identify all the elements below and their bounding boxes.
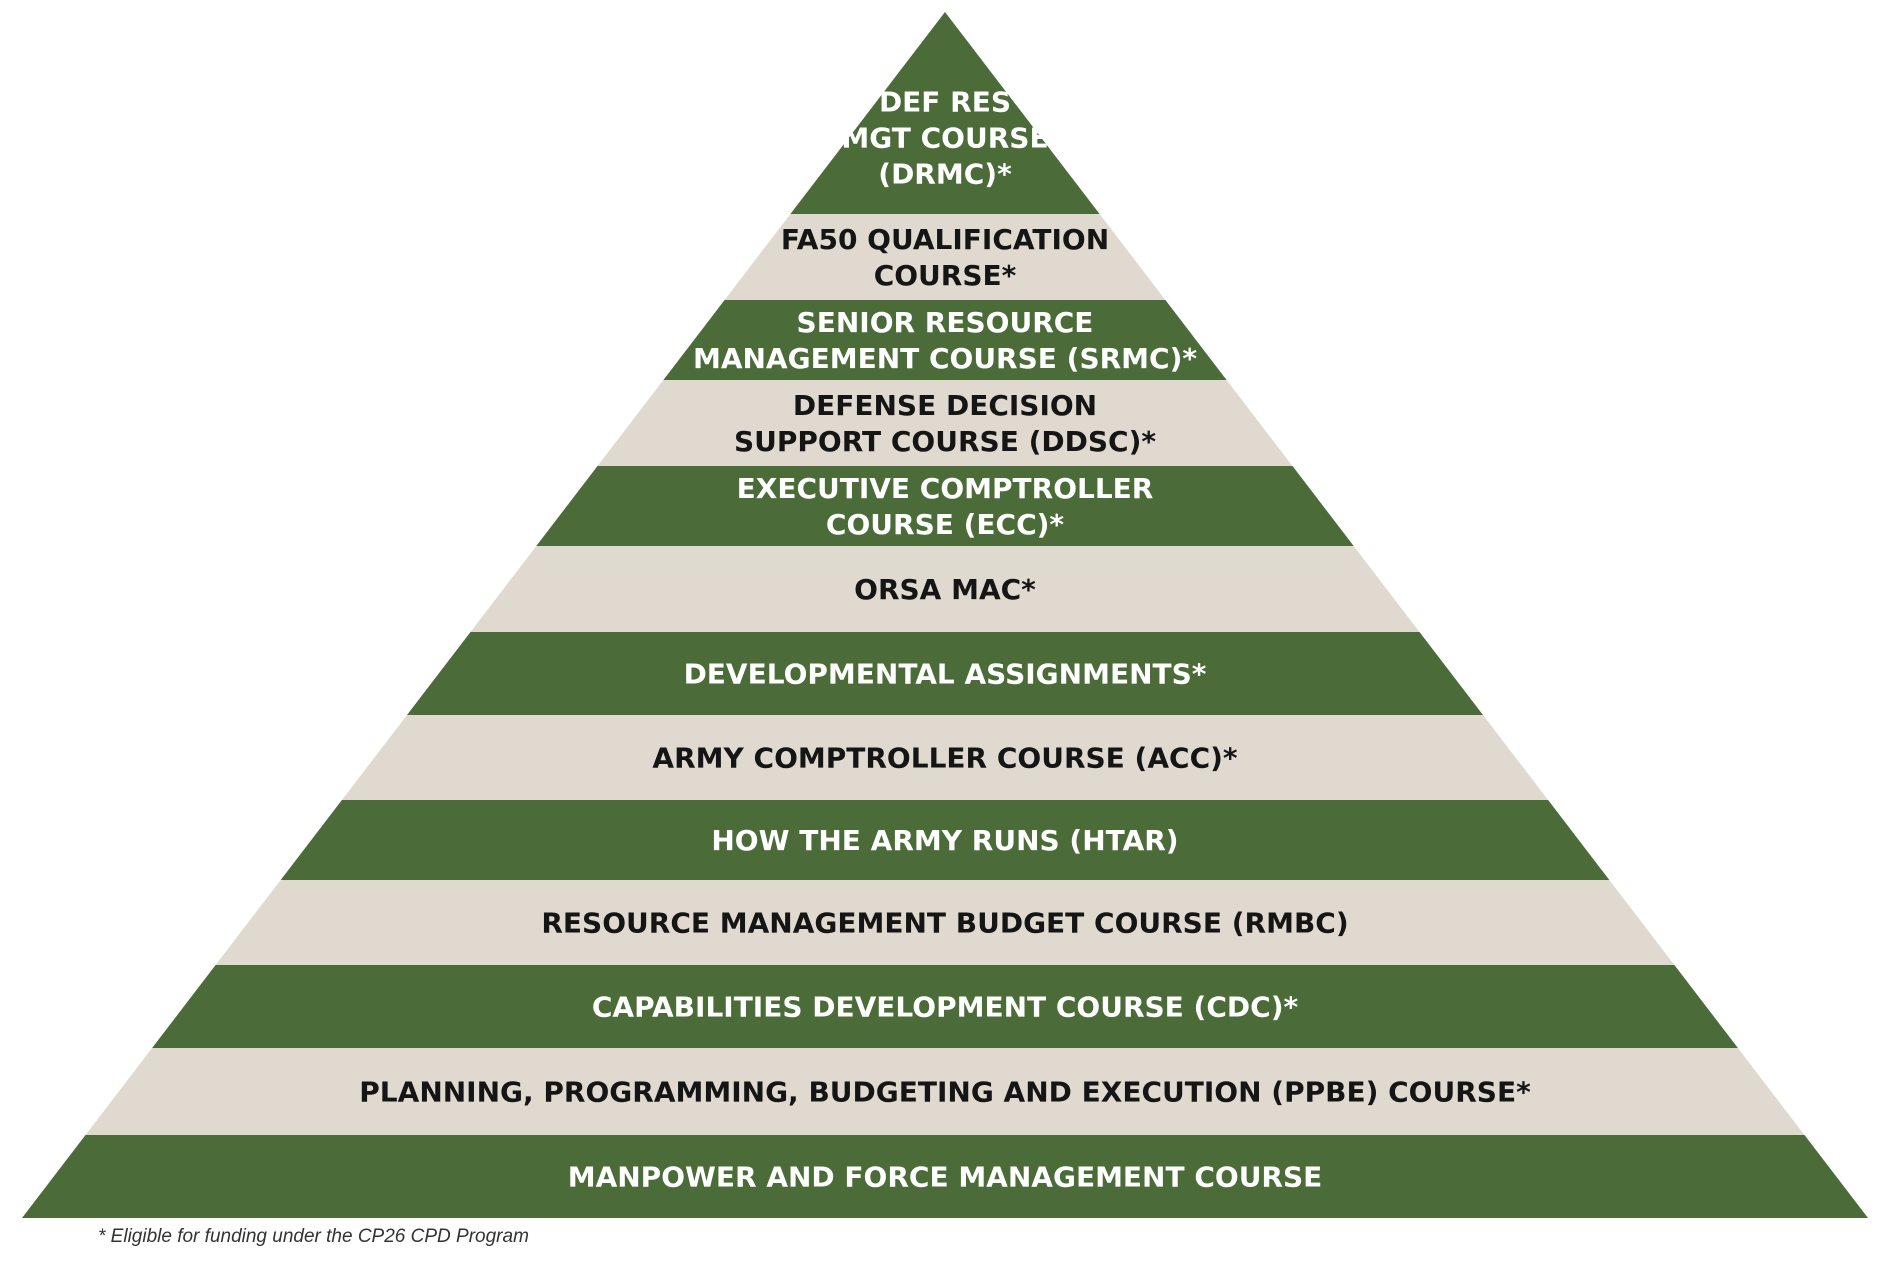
tier-6: ORSA MAC*	[470, 546, 1420, 632]
tier-8: ARMY COMPTROLLER COURSE (ACC)*	[341, 715, 1549, 800]
tier-9: HOW THE ARMY RUNS (HTAR)	[280, 800, 1610, 880]
tier-label-line: DEFENSE DECISION	[793, 389, 1097, 422]
tier-7: DEVELOPMENTAL ASSIGNMENTS*	[407, 632, 1483, 715]
tier-label-line: CAPABILITIES DEVELOPMENT COURSE (CDC)*	[592, 991, 1299, 1024]
tier-band	[597, 380, 1293, 466]
tier-label-line: PLANNING, PROGRAMMING, BUDGETING AND EXE…	[359, 1076, 1531, 1109]
tier-label-line: COURSE (ECC)*	[826, 508, 1065, 541]
tier-band	[152, 965, 1738, 1048]
tier-band	[407, 632, 1483, 715]
tier-label-line: SUPPORT COURSE (DDSC)*	[734, 425, 1156, 458]
tier-band	[341, 715, 1549, 800]
tier-label-line: MANAGEMENT COURSE (SRMC)*	[693, 342, 1197, 375]
tier-12: PLANNING, PROGRAMMING, BUDGETING AND EXE…	[85, 1048, 1805, 1135]
tier-band	[85, 1048, 1805, 1135]
tier-band	[470, 546, 1420, 632]
tier-13: MANPOWER AND FORCE MANAGEMENT COURSE	[22, 1135, 1868, 1218]
tier-band	[663, 300, 1227, 380]
tier-label-line: MANPOWER AND FORCE MANAGEMENT COURSE	[568, 1161, 1323, 1194]
tier-band	[790, 12, 1100, 214]
tier-10: RESOURCE MANAGEMENT BUDGET COURSE (RMBC)	[215, 880, 1675, 965]
tier-band	[536, 466, 1354, 546]
tier-label-line: DEF RES	[879, 85, 1011, 118]
tier-label-line: DEVELOPMENTAL ASSIGNMENTS*	[684, 658, 1207, 691]
tier-label-line: ORSA MAC*	[854, 573, 1036, 606]
tier-band	[22, 1135, 1868, 1218]
tier-label-line: SENIOR RESOURCE	[797, 306, 1094, 339]
tier-label-line: EXECUTIVE COMPTROLLER	[737, 472, 1154, 505]
tier-label-line: RESOURCE MANAGEMENT BUDGET COURSE (RMBC)	[541, 907, 1348, 940]
tier-band	[215, 880, 1675, 965]
tier-11: CAPABILITIES DEVELOPMENT COURSE (CDC)*	[152, 965, 1738, 1048]
footnote: * Eligible for funding under the CP26 CP…	[98, 1226, 529, 1247]
tier-band	[280, 800, 1610, 880]
tier-label-line: FA50 QUALIFICATION	[781, 223, 1109, 256]
tier-label-line: (DRMC)*	[878, 157, 1012, 190]
tier-label-line: COURSE*	[874, 259, 1017, 292]
tier-label-line: MGT COURSE	[841, 121, 1048, 154]
tier-label-line: HOW THE ARMY RUNS (HTAR)	[711, 824, 1178, 857]
tier-label-line: ARMY COMPTROLLER COURSE (ACC)*	[652, 742, 1237, 775]
tier-band	[724, 214, 1166, 300]
